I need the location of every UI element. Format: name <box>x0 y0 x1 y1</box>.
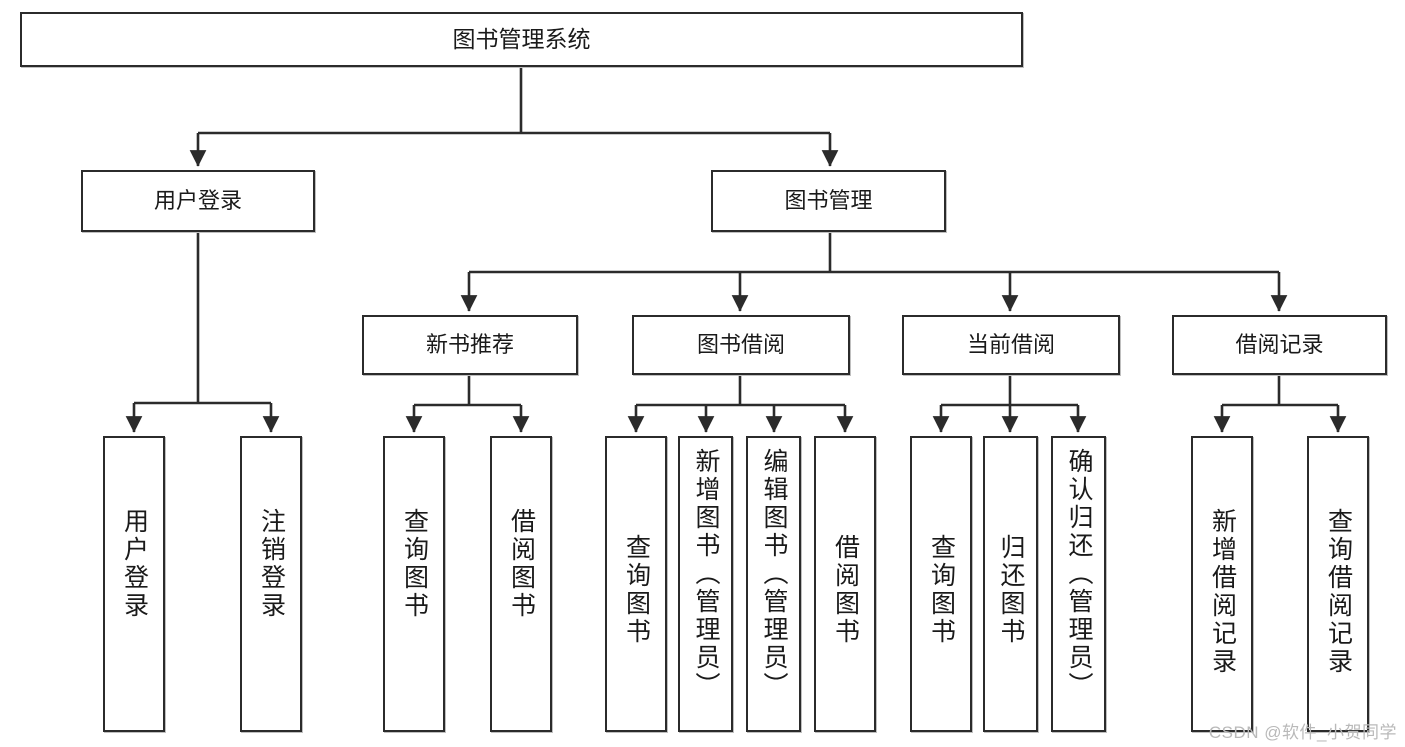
node-book-borrow-label: 图书借阅 <box>696 332 785 358</box>
node-leaf-return-book[interactable]: 归还图书 <box>983 436 1038 732</box>
node-leaf-add-book-admin[interactable]: 新增图书（管理员） <box>678 436 733 732</box>
node-book-borrow[interactable]: 图书借阅 <box>632 315 850 375</box>
node-leaf-query-borrow-record[interactable]: 查询借阅记录 <box>1307 436 1369 732</box>
node-leaf-confirm-return-admin-label: 确认归还（管理员） <box>1065 448 1093 700</box>
node-current-borrow-label: 当前借阅 <box>966 332 1055 358</box>
node-current-borrow[interactable]: 当前借阅 <box>902 315 1120 375</box>
node-root-label: 图书管理系统 <box>452 25 591 52</box>
node-leaf-edit-book-admin[interactable]: 编辑图书（管理员） <box>746 436 801 732</box>
node-leaf-borrow-book-1-label: 借阅图书 <box>507 508 536 620</box>
node-leaf-borrow-book-2[interactable]: 借阅图书 <box>814 436 876 732</box>
node-leaf-logout-label: 注销登录 <box>257 508 286 620</box>
node-leaf-add-borrow-record-label: 新增借阅记录 <box>1208 508 1237 676</box>
node-leaf-user-login-label: 用户登录 <box>120 508 149 620</box>
node-leaf-logout[interactable]: 注销登录 <box>240 436 302 732</box>
node-leaf-query-book-1-label: 查询图书 <box>400 508 429 620</box>
node-leaf-add-book-admin-label: 新增图书（管理员） <box>692 448 720 700</box>
node-borrow-record[interactable]: 借阅记录 <box>1172 315 1387 375</box>
node-leaf-query-book-2-label: 查询图书 <box>622 534 651 646</box>
node-user-login[interactable]: 用户登录 <box>81 170 315 232</box>
node-leaf-return-book-label: 归还图书 <box>997 534 1025 646</box>
node-book-management[interactable]: 图书管理 <box>711 170 946 232</box>
node-root[interactable]: 图书管理系统 <box>20 12 1023 67</box>
node-book-management-label: 图书管理 <box>784 188 873 214</box>
node-new-book-recommend-label: 新书推荐 <box>425 332 514 358</box>
node-leaf-user-login[interactable]: 用户登录 <box>103 436 165 732</box>
node-leaf-query-book-3[interactable]: 查询图书 <box>910 436 972 732</box>
node-borrow-record-label: 借阅记录 <box>1235 332 1324 358</box>
node-leaf-edit-book-admin-label: 编辑图书（管理员） <box>760 448 788 700</box>
node-leaf-query-book-1[interactable]: 查询图书 <box>383 436 445 732</box>
node-leaf-confirm-return-admin[interactable]: 确认归还（管理员） <box>1051 436 1106 732</box>
node-user-login-label: 用户登录 <box>153 188 242 214</box>
node-leaf-query-borrow-record-label: 查询借阅记录 <box>1324 508 1353 676</box>
node-leaf-borrow-book-2-label: 借阅图书 <box>831 534 860 646</box>
node-leaf-add-borrow-record[interactable]: 新增借阅记录 <box>1191 436 1253 732</box>
node-leaf-query-book-3-label: 查询图书 <box>927 534 956 646</box>
watermark: CSDN @软件_小贺同学 <box>1208 723 1397 742</box>
node-leaf-borrow-book-1[interactable]: 借阅图书 <box>490 436 552 732</box>
node-new-book-recommend[interactable]: 新书推荐 <box>362 315 578 375</box>
node-leaf-query-book-2[interactable]: 查询图书 <box>605 436 667 732</box>
